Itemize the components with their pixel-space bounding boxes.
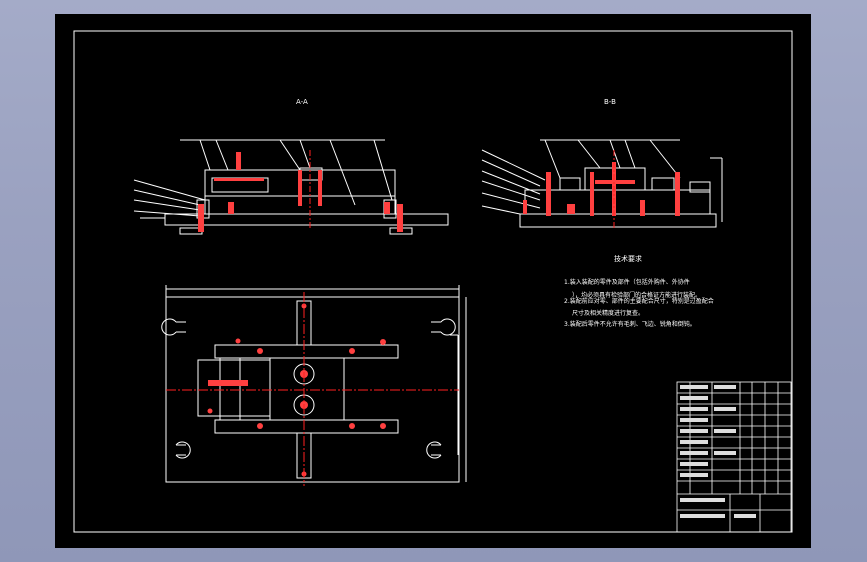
tech-req-line: ），均必须具有检验部门的合格证方能进行装配。 <box>572 291 701 299</box>
title-block-fill <box>680 385 756 518</box>
plan-view <box>161 285 467 483</box>
tech-req-title: 技术要求 <box>614 254 642 263</box>
tech-req-line: 3.装配后零件不允许有毛刺、飞边、锐角和倒钝。 <box>564 320 696 328</box>
aa-red-parts <box>198 152 403 232</box>
plan-red-parts <box>207 303 386 477</box>
title-block <box>676 381 792 533</box>
bb-red-parts <box>523 162 680 216</box>
tech-req-line: 尺寸及相关精度进行复查。 <box>572 309 644 317</box>
tech-req-line: 1.装入装配的零件及部件（包括外购件、外协件 <box>564 278 690 286</box>
view-bb-title: B-B <box>604 98 616 106</box>
view-aa-title: A-A <box>296 98 308 106</box>
inner-border <box>73 30 793 533</box>
tech-req-line: 2.装配前应对零、部件的主要配合尺寸，特别是过盈配合 <box>564 297 714 305</box>
tech-requirements: 技术要求 1.装入装配的零件及部件（包括外购件、外协件 ），均必须具有检验部门的… <box>564 254 714 328</box>
section-view-bb: B-B <box>481 98 723 228</box>
